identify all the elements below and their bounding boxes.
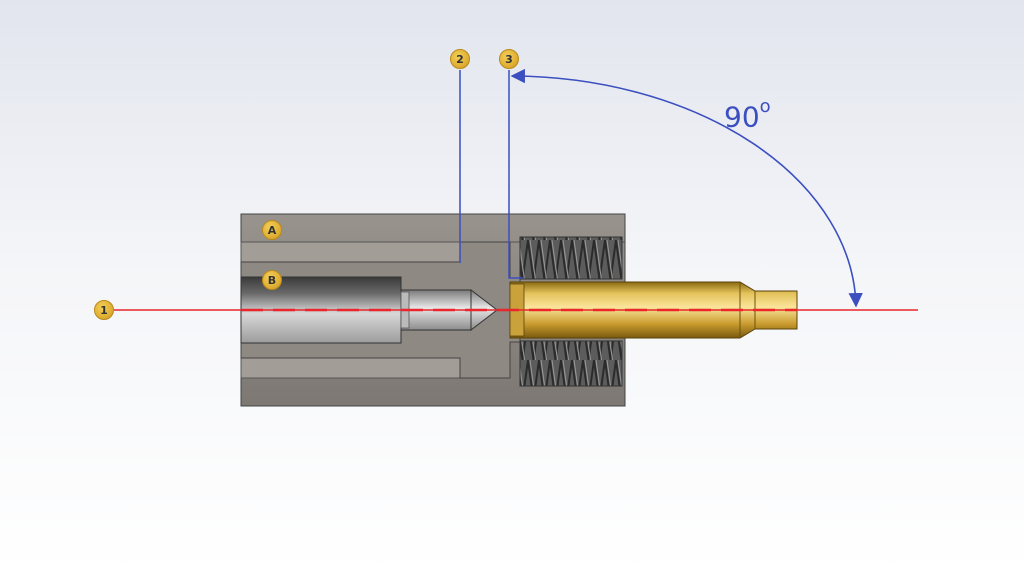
callout-a-badge: A	[262, 220, 282, 240]
callout-b-badge: B	[262, 270, 282, 290]
callout-1-badge: 1	[94, 300, 114, 320]
lower-slot	[240, 357, 462, 379]
angle-arc	[510, 68, 863, 308]
thread-lower	[519, 340, 623, 387]
angle-dimension-label: 90o	[724, 96, 771, 134]
callout-2-badge: 2	[450, 49, 470, 69]
leader-line-2	[459, 70, 461, 263]
angle-value: 90	[724, 100, 760, 134]
thread-upper	[519, 236, 623, 280]
callout-3-badge: 3	[499, 49, 519, 69]
upper-slot	[240, 241, 462, 263]
angle-unit: o	[759, 96, 771, 117]
